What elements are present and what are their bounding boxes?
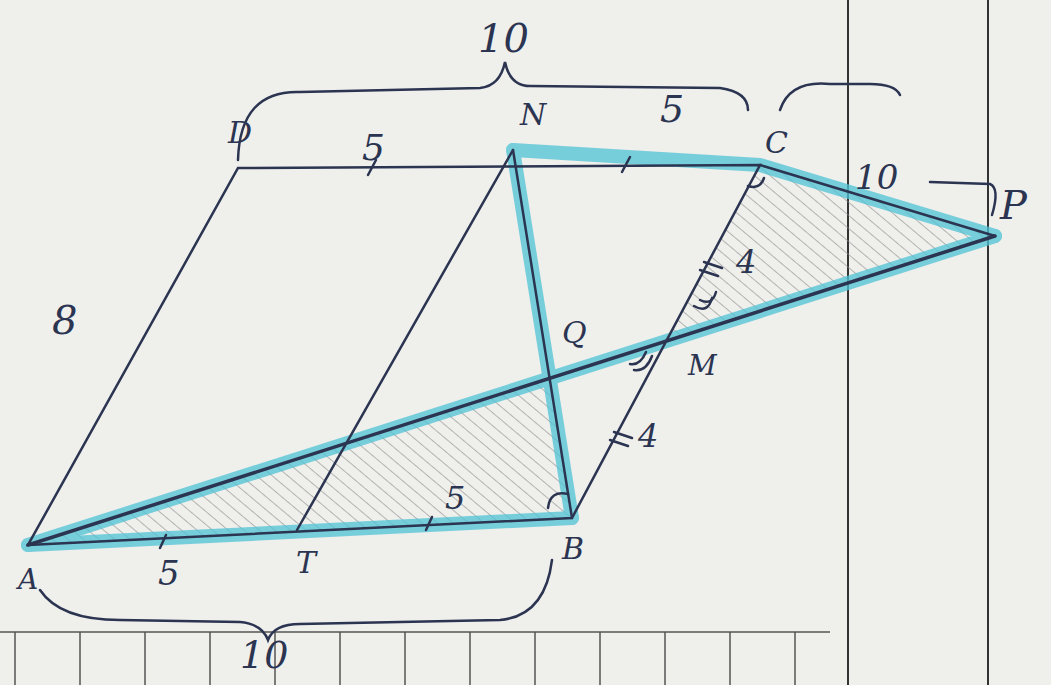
highlight <box>28 150 995 545</box>
grid-cells <box>0 632 830 685</box>
point-label: 10 <box>855 160 898 194</box>
point-label: Q <box>562 318 587 348</box>
point-label: B <box>562 534 584 564</box>
point-label: T <box>296 548 316 578</box>
point-label: 5 <box>158 556 180 590</box>
point-label: A <box>18 566 38 594</box>
point-label: 5 <box>362 130 385 166</box>
point-label: 5 <box>445 482 465 514</box>
point-label: C <box>765 128 788 158</box>
point-label: M <box>688 352 717 380</box>
point-label: 10 <box>240 636 288 674</box>
page-line <box>987 0 989 685</box>
page-line <box>847 0 849 685</box>
point-label: 8 <box>52 300 77 340</box>
point-label: P <box>1000 185 1027 225</box>
point-label: 5 <box>660 90 684 128</box>
point-label: D <box>228 118 252 148</box>
point-label: 4 <box>736 246 756 278</box>
figure-lines <box>28 62 996 640</box>
point-label: 4 <box>638 420 658 452</box>
point-label: 10 <box>478 18 529 58</box>
point-label: N <box>520 100 546 130</box>
